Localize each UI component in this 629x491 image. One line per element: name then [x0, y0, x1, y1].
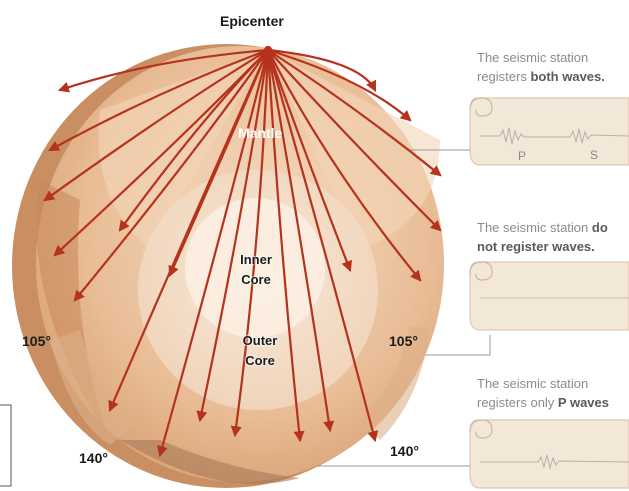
inner-core-label: Inner Core [228, 250, 284, 290]
station-note-2-bold-a: do [592, 220, 608, 235]
legend-bracket [0, 405, 11, 486]
station-note-2-plain: The seismic station [477, 220, 592, 235]
mantle-label: Mantle [238, 125, 282, 141]
station-note-both-waves: The seismic station registers both waves… [477, 48, 605, 86]
station-note-3-line2: registers only P waves [477, 393, 609, 412]
outer-core-label-line1: Outer [232, 331, 288, 351]
seismograph-scroll-both-waves [470, 98, 629, 165]
station-note-p-waves: The seismic station registers only P wav… [477, 374, 609, 412]
angle-140-left-label: 140° [79, 450, 108, 466]
outer-core-label: Outer Core [232, 331, 288, 371]
angle-105-right-label: 105° [389, 333, 418, 349]
leader-line-2 [425, 335, 490, 355]
inner-core-label-line1: Inner [228, 250, 284, 270]
angle-105-left-label: 105° [22, 333, 51, 349]
station-note-2-line1: The seismic station do [477, 218, 608, 237]
s-wave-label: S [590, 148, 598, 162]
inner-core-label-line2: Core [228, 270, 284, 290]
station-note-1-bold: both waves. [530, 69, 604, 84]
station-note-3-plain: registers only [477, 395, 558, 410]
station-note-1-plain: registers [477, 69, 530, 84]
station-note-3-bold: P waves [558, 395, 609, 410]
outer-core-label-line2: Core [232, 351, 288, 371]
station-note-3-line1: The seismic station [477, 374, 609, 393]
angle-140-right-label: 140° [390, 443, 419, 459]
epicenter-label: Epicenter [220, 13, 284, 29]
station-note-1-line1: The seismic station [477, 48, 605, 67]
station-note-2-line2: not register waves. [477, 237, 608, 256]
seismograph-scroll-p-waves [470, 420, 629, 488]
p-wave-label: P [518, 149, 526, 163]
station-note-no-waves: The seismic station do not register wave… [477, 218, 608, 256]
station-note-2-bold-b: not register waves. [477, 239, 595, 254]
seismograph-scroll-no-waves [470, 262, 629, 330]
epicenter-point [265, 47, 271, 53]
station-note-1-line2: registers both waves. [477, 67, 605, 86]
